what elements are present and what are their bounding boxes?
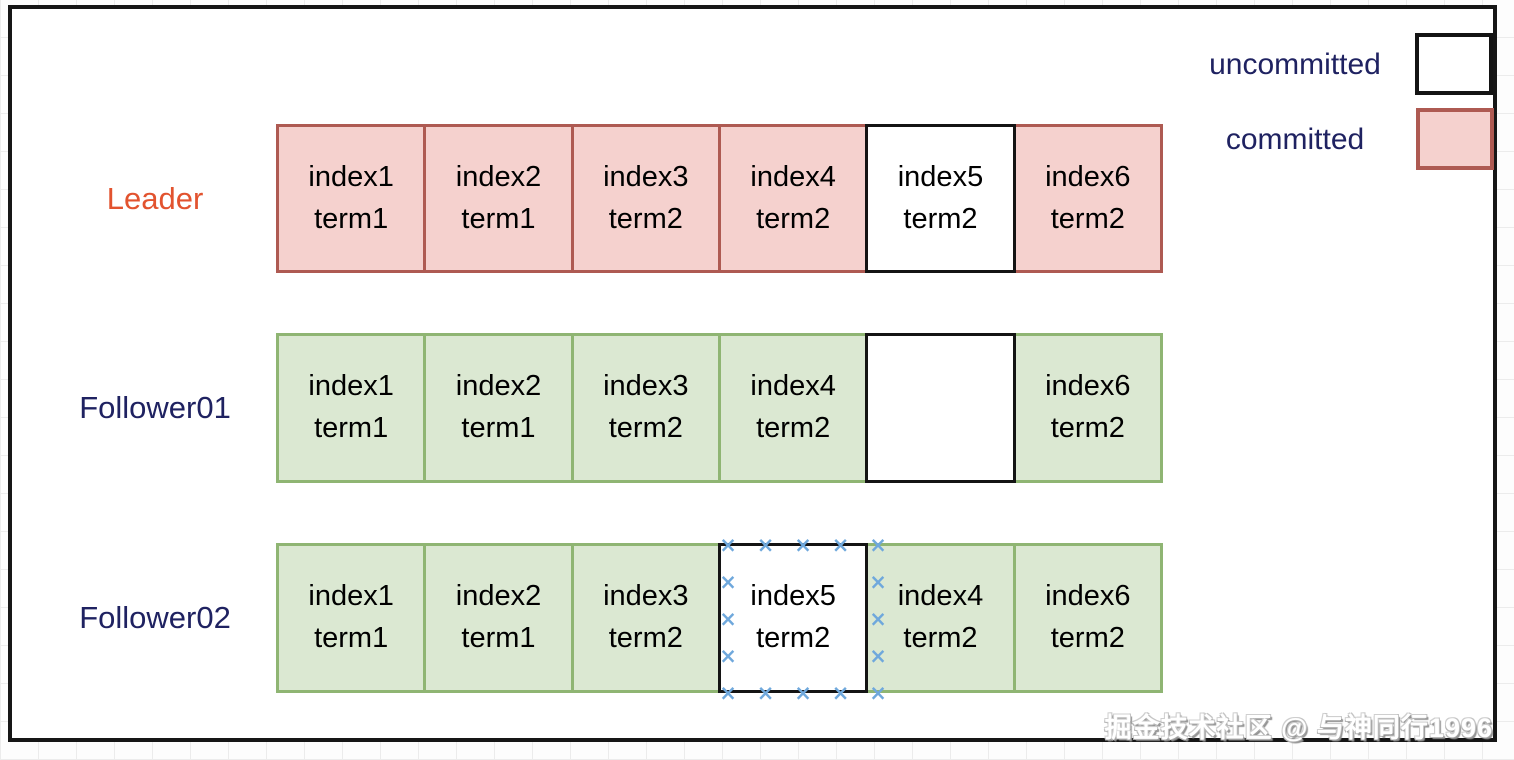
cell-term-label: term1 — [314, 412, 389, 444]
log-cell-follower02-5: index4 term2 — [865, 543, 1016, 693]
cell-term-label: term1 — [461, 622, 536, 654]
cell-index-label: index4 — [750, 370, 836, 403]
log-cell-leader-3: index3 term2 — [570, 124, 721, 273]
row-label-leader: Leader — [106, 180, 204, 216]
log-cell-leader-6: index6 term2 — [1012, 124, 1163, 273]
log-cell-follower02-4-selected: index5 term2 — [717, 543, 869, 693]
legend-label-uncommitted: uncommitted — [1209, 48, 1381, 81]
log-cell-follower01-1: index1 term1 — [276, 333, 427, 483]
log-row-follower02: index1 term1 index2 term1 index3 term2 i… — [276, 543, 1163, 693]
cell-index-label: index4 — [897, 580, 984, 613]
log-cell-follower02-1: index1 term1 — [276, 543, 427, 693]
cell-term-label: term1 — [461, 202, 536, 235]
log-cell-follower01-6: index6 term2 — [1012, 333, 1163, 483]
log-cell-follower01-4: index4 term2 — [717, 333, 869, 483]
cell-term-label: term2 — [608, 202, 683, 235]
cell-index-label: index3 — [603, 580, 689, 613]
log-cell-follower02-2: index2 term1 — [423, 543, 574, 693]
cell-term-label: term2 — [756, 622, 831, 654]
cell-index-label: index6 — [1045, 370, 1131, 403]
cell-term-label: term2 — [903, 622, 978, 654]
legend-label-committed: committed — [1225, 123, 1365, 156]
cell-term-label: term2 — [756, 412, 831, 444]
log-cell-follower01-3: index3 term2 — [570, 333, 721, 483]
cell-index-label: index4 — [750, 160, 836, 193]
log-cell-leader-4: index4 term2 — [717, 124, 869, 273]
log-cell-leader-2: index2 term1 — [423, 124, 574, 273]
cell-term-label: term1 — [461, 412, 536, 444]
cell-index-label: index6 — [1045, 580, 1131, 613]
cell-index-label: index5 — [750, 580, 836, 613]
cell-term-label: term2 — [608, 412, 683, 444]
cell-term-label: term2 — [608, 622, 683, 654]
cell-term-label: term2 — [1050, 412, 1125, 444]
log-row-leader: index1 term1 index2 term1 index3 term2 i… — [276, 124, 1163, 273]
cell-index-label: index3 — [603, 370, 689, 403]
cell-term-label: term2 — [1050, 202, 1125, 235]
cell-index-label: index2 — [455, 160, 542, 193]
watermark: 掘金技术社区 @ 与神同行1996 — [1104, 713, 1493, 743]
log-row-follower01: index1 term1 index2 term1 index3 term2 i… — [276, 333, 1163, 483]
cell-term-label: term2 — [903, 202, 978, 235]
cell-index-label: index1 — [308, 160, 394, 193]
row-label-follower01: Follower01 — [79, 390, 231, 425]
cell-term-label: term2 — [1050, 622, 1125, 654]
log-cell-follower02-6: index6 term2 — [1012, 543, 1163, 693]
cell-index-label: index6 — [1045, 160, 1131, 193]
cell-term-label: term1 — [314, 622, 389, 654]
cell-index-label: index5 — [897, 160, 984, 193]
cell-index-label: index2 — [455, 370, 542, 403]
cell-index-label: index3 — [603, 160, 689, 193]
row-label-follower02: Follower02 — [79, 600, 231, 635]
cell-term-label: term1 — [314, 202, 389, 235]
log-cell-leader-5-uncommitted: index5 term2 — [865, 124, 1016, 273]
log-cell-leader-1: index1 term1 — [276, 124, 427, 273]
log-cell-follower02-3: index3 term2 — [570, 543, 721, 693]
cell-term-label: term2 — [756, 202, 831, 235]
cell-index-label: index1 — [308, 580, 394, 613]
legend-swatch-committed — [1416, 108, 1494, 170]
legend-swatch-uncommitted — [1415, 33, 1493, 95]
cell-index-label: index2 — [455, 580, 542, 613]
log-cell-follower01-5-empty — [865, 333, 1016, 483]
log-cell-follower01-2: index2 term1 — [423, 333, 574, 483]
cell-index-label: index1 — [308, 370, 394, 403]
